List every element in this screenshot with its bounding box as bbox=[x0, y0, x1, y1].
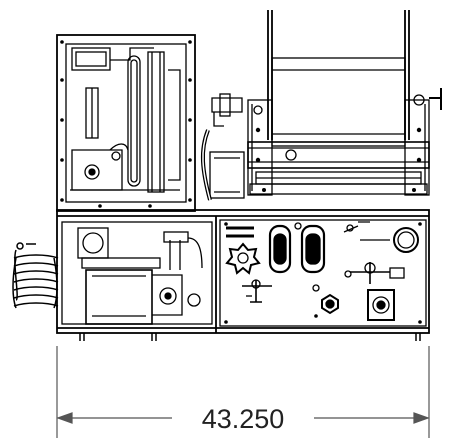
upper-left-cabinet bbox=[56, 34, 196, 212]
arrowhead-right bbox=[413, 412, 430, 424]
hose-and-motor bbox=[200, 129, 245, 201]
overall-width-dimension-value: 43.250 bbox=[202, 404, 285, 434]
roller-assembly bbox=[211, 10, 442, 196]
overall-width-dimension bbox=[56, 346, 430, 438]
control-panel bbox=[219, 219, 427, 327]
cabinet-bolts bbox=[60, 40, 192, 208]
pump-bay bbox=[61, 221, 213, 325]
arrowhead-left bbox=[56, 412, 73, 424]
base-frame bbox=[56, 209, 430, 341]
coiled-hose bbox=[12, 242, 59, 309]
